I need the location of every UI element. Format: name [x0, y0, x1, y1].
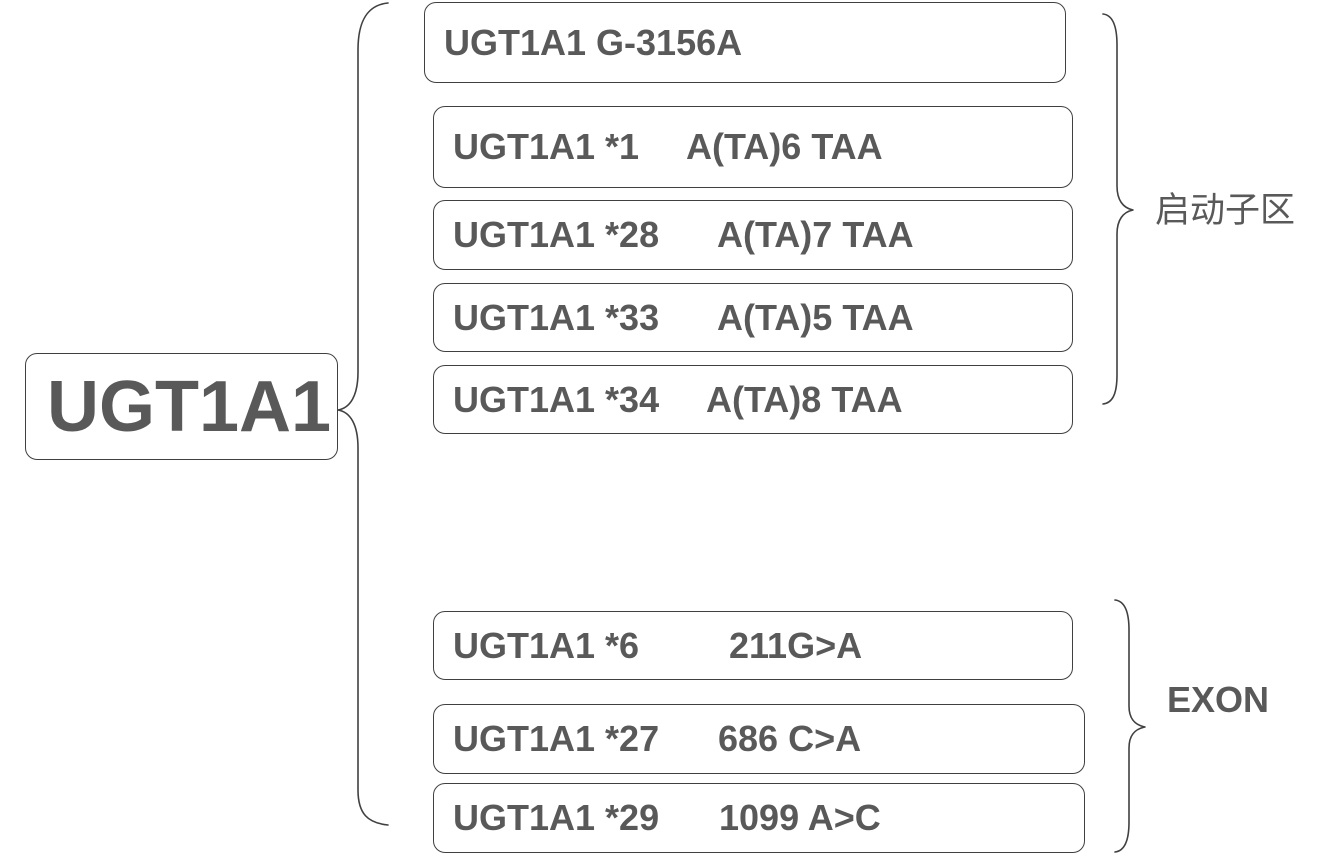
allele-variant: 211G>A — [729, 624, 863, 666]
promoter-node-g3156a: UGT1A1 G-3156A — [424, 2, 1066, 83]
exon-node-29: UGT1A1 *29 1099 A>C — [433, 783, 1085, 853]
allele-id: UGT1A1 *28 — [453, 214, 660, 255]
allele-variant: A(TA)5 TAA — [717, 296, 914, 338]
root-gene-label: UGT1A1 — [47, 366, 332, 447]
promoter-brace — [1102, 13, 1134, 405]
allele-id: UGT1A1 G-3156A — [444, 21, 743, 63]
allele-id: UGT1A1 *6 — [453, 624, 640, 666]
allele-id: UGT1A1 *29 — [453, 797, 660, 838]
allele-id: UGT1A1 *34 — [453, 378, 660, 420]
exon-region-label: EXON — [1167, 679, 1270, 720]
promoter-node-28: UGT1A1 *28 A(TA)7 TAA — [433, 200, 1073, 270]
promoter-node-34: UGT1A1 *34 A(TA)8 TAA — [433, 365, 1073, 434]
exon-brace — [1114, 599, 1146, 853]
allele-id: UGT1A1 *1 — [453, 126, 640, 167]
allele-id: UGT1A1 *27 — [453, 718, 660, 759]
promoter-region-label: 启动子区 — [1155, 190, 1296, 230]
root-gene-node: UGT1A1 — [25, 353, 338, 460]
allele-id: UGT1A1 *33 — [453, 296, 660, 338]
exon-node-6: UGT1A1 *6 211G>A — [433, 611, 1073, 680]
allele-variant: 686 C>A — [718, 718, 862, 759]
allele-variant: A(TA)7 TAA — [717, 214, 914, 255]
promoter-node-33: UGT1A1 *33 A(TA)5 TAA — [433, 283, 1073, 352]
exon-node-27: UGT1A1 *27 686 C>A — [433, 704, 1085, 774]
root-brace — [337, 2, 389, 826]
promoter-node-1: UGT1A1 *1 A(TA)6 TAA — [433, 106, 1073, 188]
allele-variant: 1099 A>C — [719, 797, 881, 838]
allele-variant: A(TA)6 TAA — [686, 126, 883, 167]
allele-variant: A(TA)8 TAA — [706, 378, 903, 420]
